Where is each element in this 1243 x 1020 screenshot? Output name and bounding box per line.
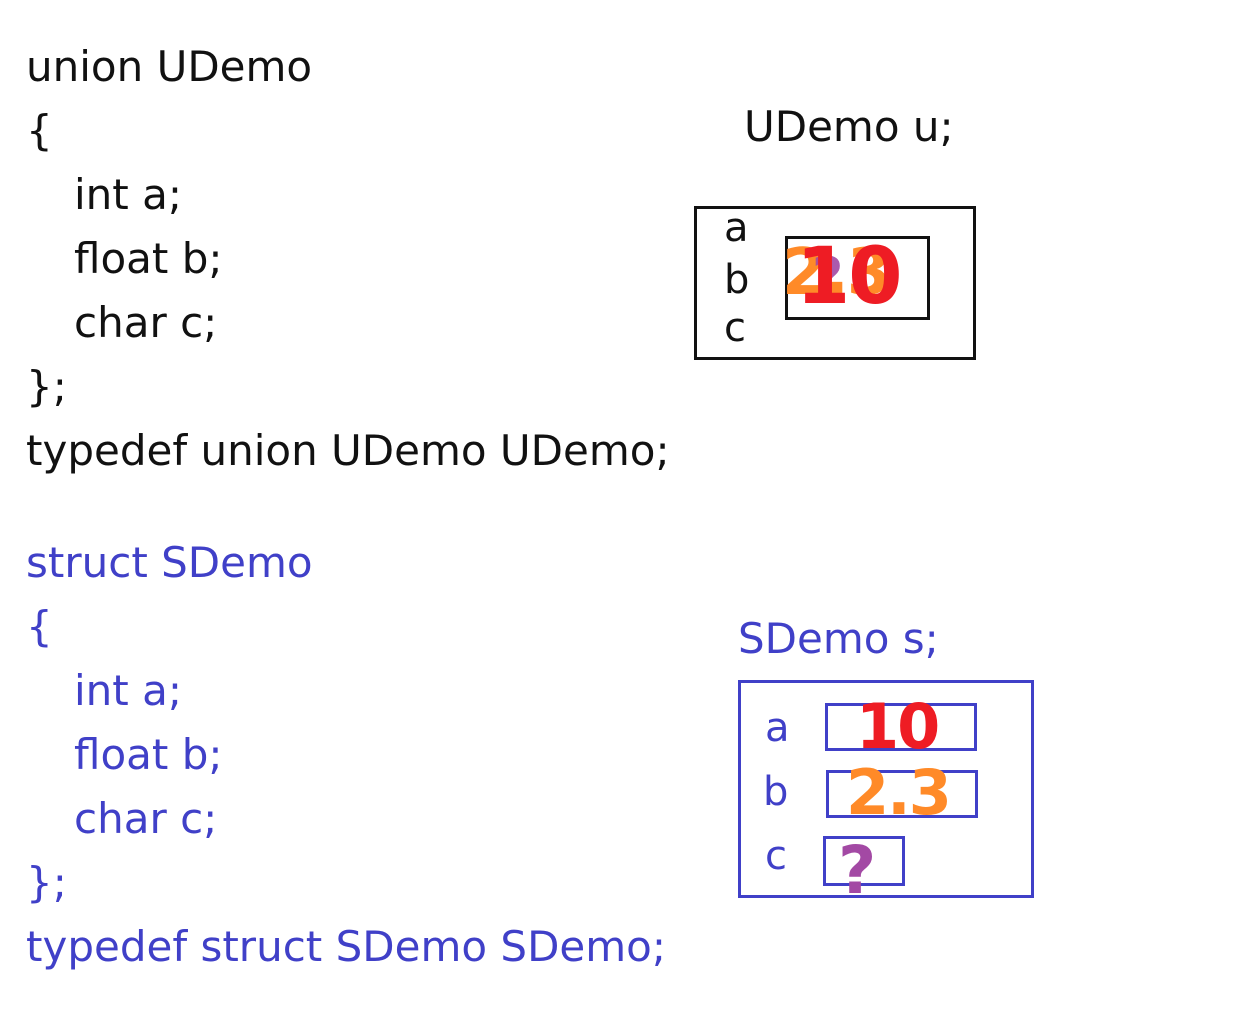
union-member-c: c bbox=[724, 305, 746, 351]
struct-handwritten-a: 10 bbox=[856, 690, 940, 763]
code-line: char c; bbox=[74, 298, 218, 347]
code-line: float b; bbox=[74, 730, 223, 779]
code-line: }; bbox=[26, 362, 67, 411]
union-outer-box bbox=[694, 206, 976, 360]
union-handwritten-c: ? bbox=[812, 246, 843, 309]
struct-cell-c bbox=[823, 836, 905, 886]
union-shared-cell bbox=[785, 236, 930, 320]
union-member-b: b bbox=[724, 257, 750, 303]
code-line: float b; bbox=[74, 234, 223, 283]
struct-handwritten-b: 2.3 bbox=[846, 756, 952, 829]
union-declaration: UDemo u; bbox=[744, 102, 954, 151]
struct-cell-a bbox=[825, 703, 977, 751]
code-line: }; bbox=[26, 858, 67, 907]
struct-handwritten-c: ? bbox=[838, 832, 876, 909]
union-handwritten-b: 2.3 bbox=[782, 236, 891, 310]
code-line: char c; bbox=[74, 794, 218, 843]
code-line: struct SDemo bbox=[26, 538, 313, 587]
code-line: union UDemo bbox=[26, 42, 313, 91]
union-member-a: a bbox=[724, 205, 749, 251]
struct-cell-b bbox=[826, 770, 978, 818]
struct-member-c: c bbox=[765, 833, 787, 879]
code-line: int a; bbox=[74, 666, 182, 715]
code-line: { bbox=[26, 602, 53, 651]
union-handwritten-a: 10 bbox=[796, 232, 903, 322]
code-line: { bbox=[26, 106, 53, 155]
struct-declaration: SDemo s; bbox=[738, 614, 939, 663]
code-line: typedef struct SDemo SDemo; bbox=[26, 922, 667, 971]
struct-member-b: b bbox=[763, 769, 789, 815]
code-line: typedef union UDemo UDemo; bbox=[26, 426, 670, 475]
struct-outer-box bbox=[738, 680, 1034, 898]
code-line: int a; bbox=[74, 170, 182, 219]
struct-member-a: a bbox=[765, 705, 790, 751]
